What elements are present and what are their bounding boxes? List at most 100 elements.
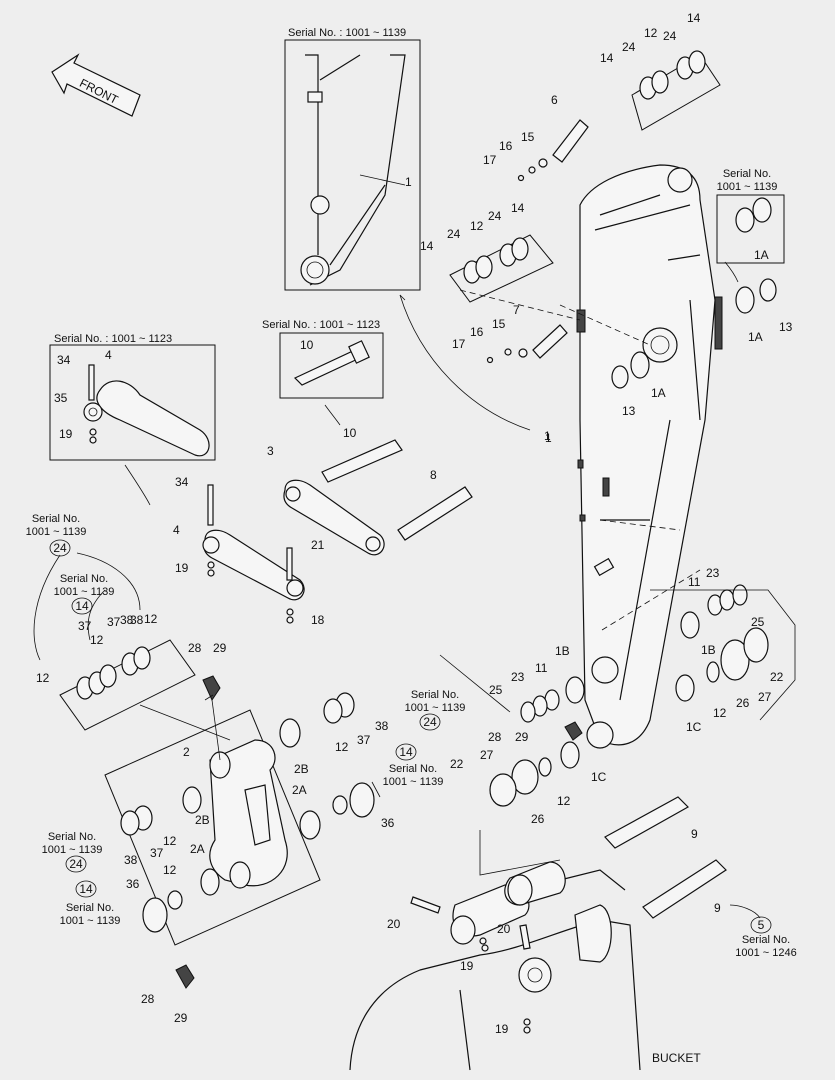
bucket-label: BUCKET [652, 1051, 701, 1065]
part-label: 14 [600, 51, 614, 65]
serial-note: 1001 ~ 1246 [735, 947, 796, 959]
part-label: 25 [489, 683, 503, 697]
part-label: 24 [622, 40, 636, 54]
part-label: 29 [213, 641, 227, 655]
part-label: 12 [144, 612, 158, 626]
serial-note: Serial No. [60, 573, 108, 585]
part-label: 26 [531, 812, 545, 826]
part-label: 23 [706, 566, 720, 580]
seal-group-top [631, 50, 721, 131]
part-label: 1A [754, 248, 769, 262]
part-label: 1A [651, 386, 666, 400]
part-label: 24 [488, 209, 502, 223]
detail-pin-box [279, 332, 384, 399]
leader-lines [33, 261, 796, 919]
serial-note: 1001 ~ 1139 [54, 586, 115, 598]
part-label: 1B [701, 643, 716, 657]
part-number-labels: 14241224146151617114241224147151617131A1… [36, 11, 793, 1036]
arm-part-2 [104, 692, 375, 946]
part-label: 1 [544, 429, 551, 443]
part-label: 27 [758, 690, 772, 704]
part-label: 12 [557, 794, 571, 808]
serial-note: Serial No. [742, 934, 790, 946]
part-label: 9 [714, 901, 721, 915]
detail-boom-box [284, 39, 421, 291]
circled-ref: 24 [53, 541, 67, 555]
part-label: 22 [770, 670, 784, 684]
circled-ref: 14 [79, 882, 93, 896]
serial-note: Serial No. : 1001 ~ 1139 [288, 27, 406, 39]
bucket [349, 861, 641, 1071]
serial-note: 1001 ~ 1139 [26, 526, 87, 538]
part-label: 38 [375, 719, 389, 733]
part-label: 28 [488, 730, 502, 744]
part-label: 37 [150, 846, 164, 860]
part-label: 12 [644, 26, 658, 40]
part-label: 28 [188, 641, 202, 655]
part-label: 13 [779, 320, 793, 334]
part-label: 10 [343, 426, 357, 440]
seal-group-mid [449, 234, 554, 303]
part-label: 7 [513, 303, 520, 317]
part-label: 37 [357, 733, 371, 747]
part-label: 14 [420, 239, 434, 253]
part-label: 4 [105, 348, 112, 362]
main-boom [576, 164, 723, 749]
detail-bushing-box [716, 194, 785, 264]
part-label: 12 [470, 219, 484, 233]
part-label: 24 [447, 227, 461, 241]
serial-note: Serial No. [32, 513, 80, 525]
part-label: 2 [183, 745, 190, 759]
front-direction-arrow: FRONT [51, 53, 141, 117]
part-label: 21 [311, 538, 325, 552]
part-label: 2A [190, 842, 205, 856]
part-label: 36 [381, 816, 395, 830]
part-label: 38 [120, 613, 134, 627]
part-label: 14 [511, 201, 525, 215]
part-label: 12 [36, 671, 50, 685]
part-label: 11 [688, 575, 701, 589]
part-label: 37 [78, 619, 92, 633]
serial-note: 1001 ~ 1139 [60, 915, 121, 927]
part-label: 25 [751, 615, 765, 629]
part-label: 22 [450, 757, 464, 771]
part-label: 14 [687, 11, 701, 25]
part-label: 1A [748, 330, 763, 344]
part-label: 34 [57, 353, 71, 367]
part-label: 35 [54, 391, 68, 405]
part-label: 13 [622, 404, 636, 418]
part-label: 16 [470, 325, 484, 339]
part-label: 17 [452, 337, 466, 351]
serial-note: 1001 ~ 1139 [383, 776, 444, 788]
part-label: 38 [124, 853, 138, 867]
part-label: 38 [130, 613, 144, 627]
circled-ref: 14 [75, 599, 89, 613]
circled-ref-outline [75, 880, 97, 898]
circled-ref-outline [65, 855, 87, 873]
serial-note: Serial No. : 1001 ~ 1123 [54, 333, 172, 345]
part-label: 18 [311, 613, 325, 627]
part-label: 10 [300, 338, 314, 352]
part-label: 12 [163, 863, 177, 877]
circled-ref: 14 [399, 745, 413, 759]
part-label: 12 [335, 740, 349, 754]
boom-bushings [489, 278, 777, 807]
part-label: 19 [460, 959, 474, 973]
part-label: 28 [141, 992, 155, 1006]
part-label: 9 [691, 827, 698, 841]
circled-ref-outline [395, 743, 417, 761]
links-and-pins [202, 439, 473, 624]
part-label: 8 [430, 468, 437, 482]
serial-note: 1001 ~ 1139 [405, 702, 466, 714]
circled-ref-outline [419, 713, 441, 731]
part-label: 3 [267, 444, 274, 458]
pins-6-7 [486, 119, 589, 364]
part-label: 12 [163, 834, 177, 848]
part-label: 27 [480, 748, 494, 762]
part-label: 19 [495, 1022, 509, 1036]
part-label: 2B [294, 762, 309, 776]
part-label: 4 [173, 523, 180, 537]
